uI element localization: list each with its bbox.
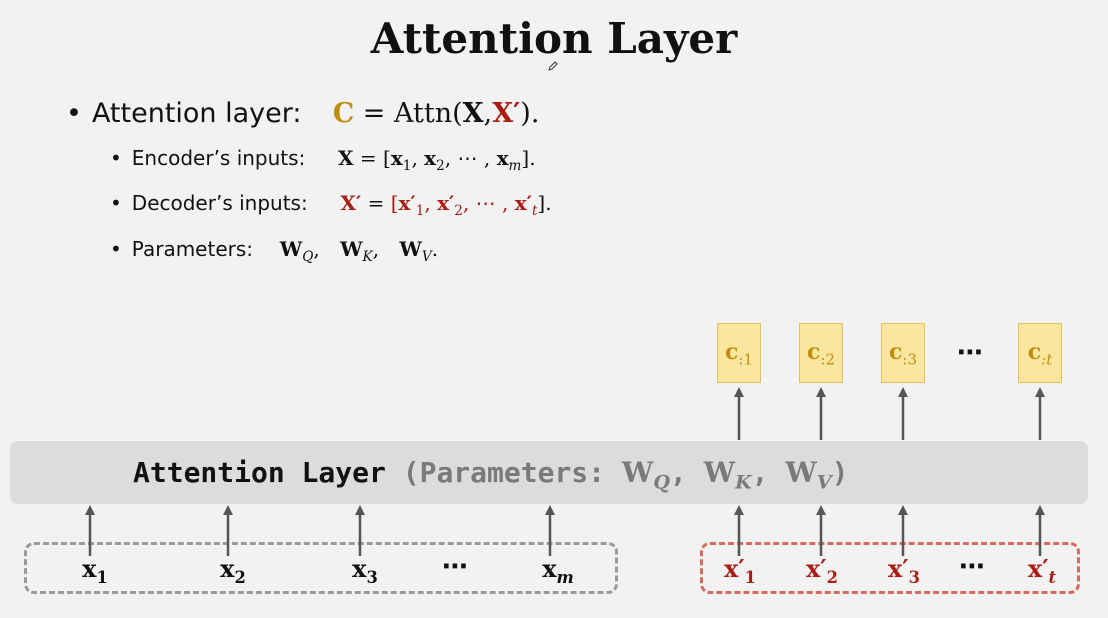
bullet-label: Encoder’s inputs: — [131, 146, 306, 170]
bullet-attention-layer: •Attention layer: C = Attn(X,X′). — [66, 98, 540, 129]
decoder-input-3: x′3 — [888, 554, 920, 587]
layer-name: Attention Layer — [133, 456, 386, 489]
output-symbol: C — [332, 98, 355, 129]
output-context-2: c:2 — [799, 323, 843, 383]
decoder-input-1: x′1 — [724, 554, 756, 587]
pen-icon — [548, 61, 558, 71]
bullet-label: Parameters: — [131, 237, 254, 261]
encoder-input-2: x2 — [220, 554, 246, 587]
bullet-decoder-inputs: •Decoder’s inputs: X′ = [x′1, x′2, ⋯ , x… — [110, 191, 552, 219]
bullet-label: Attention layer: — [91, 98, 302, 129]
layer-params: (Parameters: WQ, WK, WV) — [402, 456, 849, 494]
bullet-label: Decoder’s inputs: — [131, 191, 308, 215]
encoder-input-1: x1 — [82, 554, 108, 587]
slide-title: Attention Layer — [370, 14, 738, 63]
encoder-symbol: X — [462, 98, 484, 129]
encoder-ellipsis: ⋯ — [442, 552, 468, 582]
decoder-inputs-box — [700, 542, 1080, 594]
decoder-ellipsis: ⋯ — [959, 552, 985, 582]
decoder-input-t: x′t — [1027, 554, 1057, 587]
decoder-symbol: X′ — [492, 98, 521, 129]
attention-layer-label: Attention Layer (Parameters: WQ, WK, WV) — [133, 456, 848, 494]
bullet-encoder-inputs: •Encoder’s inputs: X = [x1, x2, ⋯ , xm]. — [110, 146, 536, 174]
output-ellipsis: ⋯ — [957, 338, 983, 368]
encoder-input-m: xm — [542, 554, 574, 587]
encoder-inputs-box — [24, 542, 618, 594]
output-context-3: c:3 — [881, 323, 925, 383]
attention-layer-bar — [10, 441, 1088, 504]
attn-function: Attn( — [394, 98, 463, 129]
decoder-input-2: x′2 — [806, 554, 838, 587]
output-context-1: c:1 — [717, 323, 761, 383]
bullet-parameters: •Parameters: WQ, WK, WV. — [110, 237, 439, 265]
output-context-t: c:t — [1018, 323, 1062, 383]
encoder-input-3: x3 — [352, 554, 378, 587]
